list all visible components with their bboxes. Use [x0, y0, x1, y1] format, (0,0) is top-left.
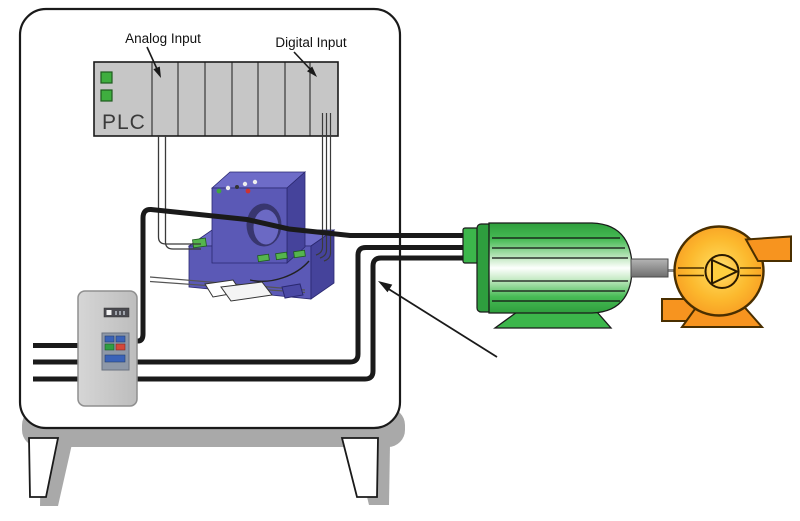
sensor-block-right	[286, 171, 306, 264]
sensor-ring-inner	[253, 209, 279, 245]
plc-led-icon	[100, 71, 113, 84]
sensor-tag	[220, 281, 273, 302]
motor-foot	[493, 311, 613, 329]
power-cables	[33, 206, 470, 382]
current-sensor	[149, 171, 336, 302]
pump-outlet	[744, 235, 792, 262]
pump-centerlines	[678, 267, 761, 277]
analog-input-arrow	[146, 46, 161, 78]
digital-input-arrow	[293, 51, 317, 77]
drive-display	[103, 307, 130, 318]
pump	[661, 225, 792, 328]
sensor-led-dots	[216, 179, 258, 194]
plc-led-icon	[100, 89, 113, 102]
plc-label: PLC	[102, 111, 146, 134]
plc-rack: PLC	[93, 61, 339, 137]
analog-signal-wires	[157, 135, 201, 250]
cabinet-leg-right	[340, 437, 379, 498]
analog-input-label: Analog Input	[125, 31, 201, 46]
motor-starter-drive	[77, 290, 138, 407]
drive-keypad	[101, 332, 130, 371]
sensor-terminals	[192, 237, 306, 263]
cabinet-leg-left	[28, 437, 60, 498]
power-cable-2	[33, 245, 470, 365]
motor-body	[488, 222, 633, 314]
annotation-arrow	[378, 281, 498, 358]
digital-signal-wires	[315, 113, 332, 262]
motor	[462, 222, 633, 329]
power-cable-3	[33, 255, 470, 382]
sensor-front-wire	[249, 260, 310, 282]
motor-shaft	[630, 258, 669, 278]
power-cable-through-sensor	[33, 206, 470, 348]
digital-input-label: Digital Input	[275, 35, 347, 50]
sensor-din-clip	[281, 283, 304, 299]
pump-impeller-triangle	[711, 259, 738, 285]
motor-fins	[492, 237, 628, 302]
